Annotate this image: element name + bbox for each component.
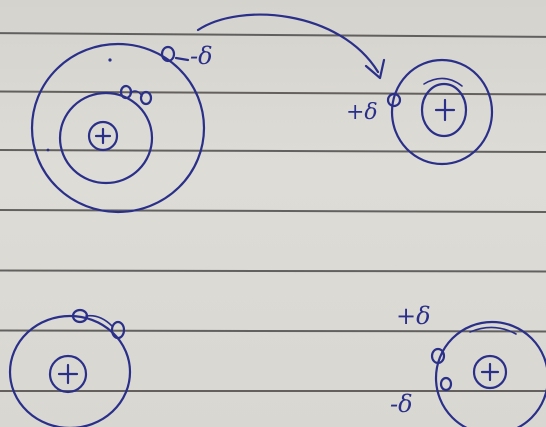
bottom-right-electron (441, 378, 451, 390)
bottom-right-positive-charge: +δ (396, 304, 431, 328)
bottom-left-nucleus-plus (59, 365, 77, 383)
top-right-outer-shell (392, 60, 492, 164)
ink-dot (47, 149, 50, 152)
top-right-partial-charge: +δ (346, 102, 378, 124)
charge-dash (176, 58, 188, 60)
ink-dot (108, 58, 111, 61)
top-left-inner-shell (60, 93, 152, 183)
bottom-right-negative-charge: -δ (390, 392, 413, 416)
top-left-inner-electron (141, 92, 151, 104)
top-right-nucleus-plus (436, 100, 454, 120)
top-left-nucleus-plus (96, 129, 110, 143)
bottom-right-nucleus-plus (482, 364, 498, 380)
electron-pair-link (86, 316, 112, 326)
transfer-arrow (198, 15, 378, 72)
bottom-left-electron (112, 322, 124, 338)
bottom-right-shell-arc (470, 327, 516, 334)
top-left-outer-shell (32, 44, 204, 212)
top-left-partial-charge: -δ (190, 44, 213, 68)
